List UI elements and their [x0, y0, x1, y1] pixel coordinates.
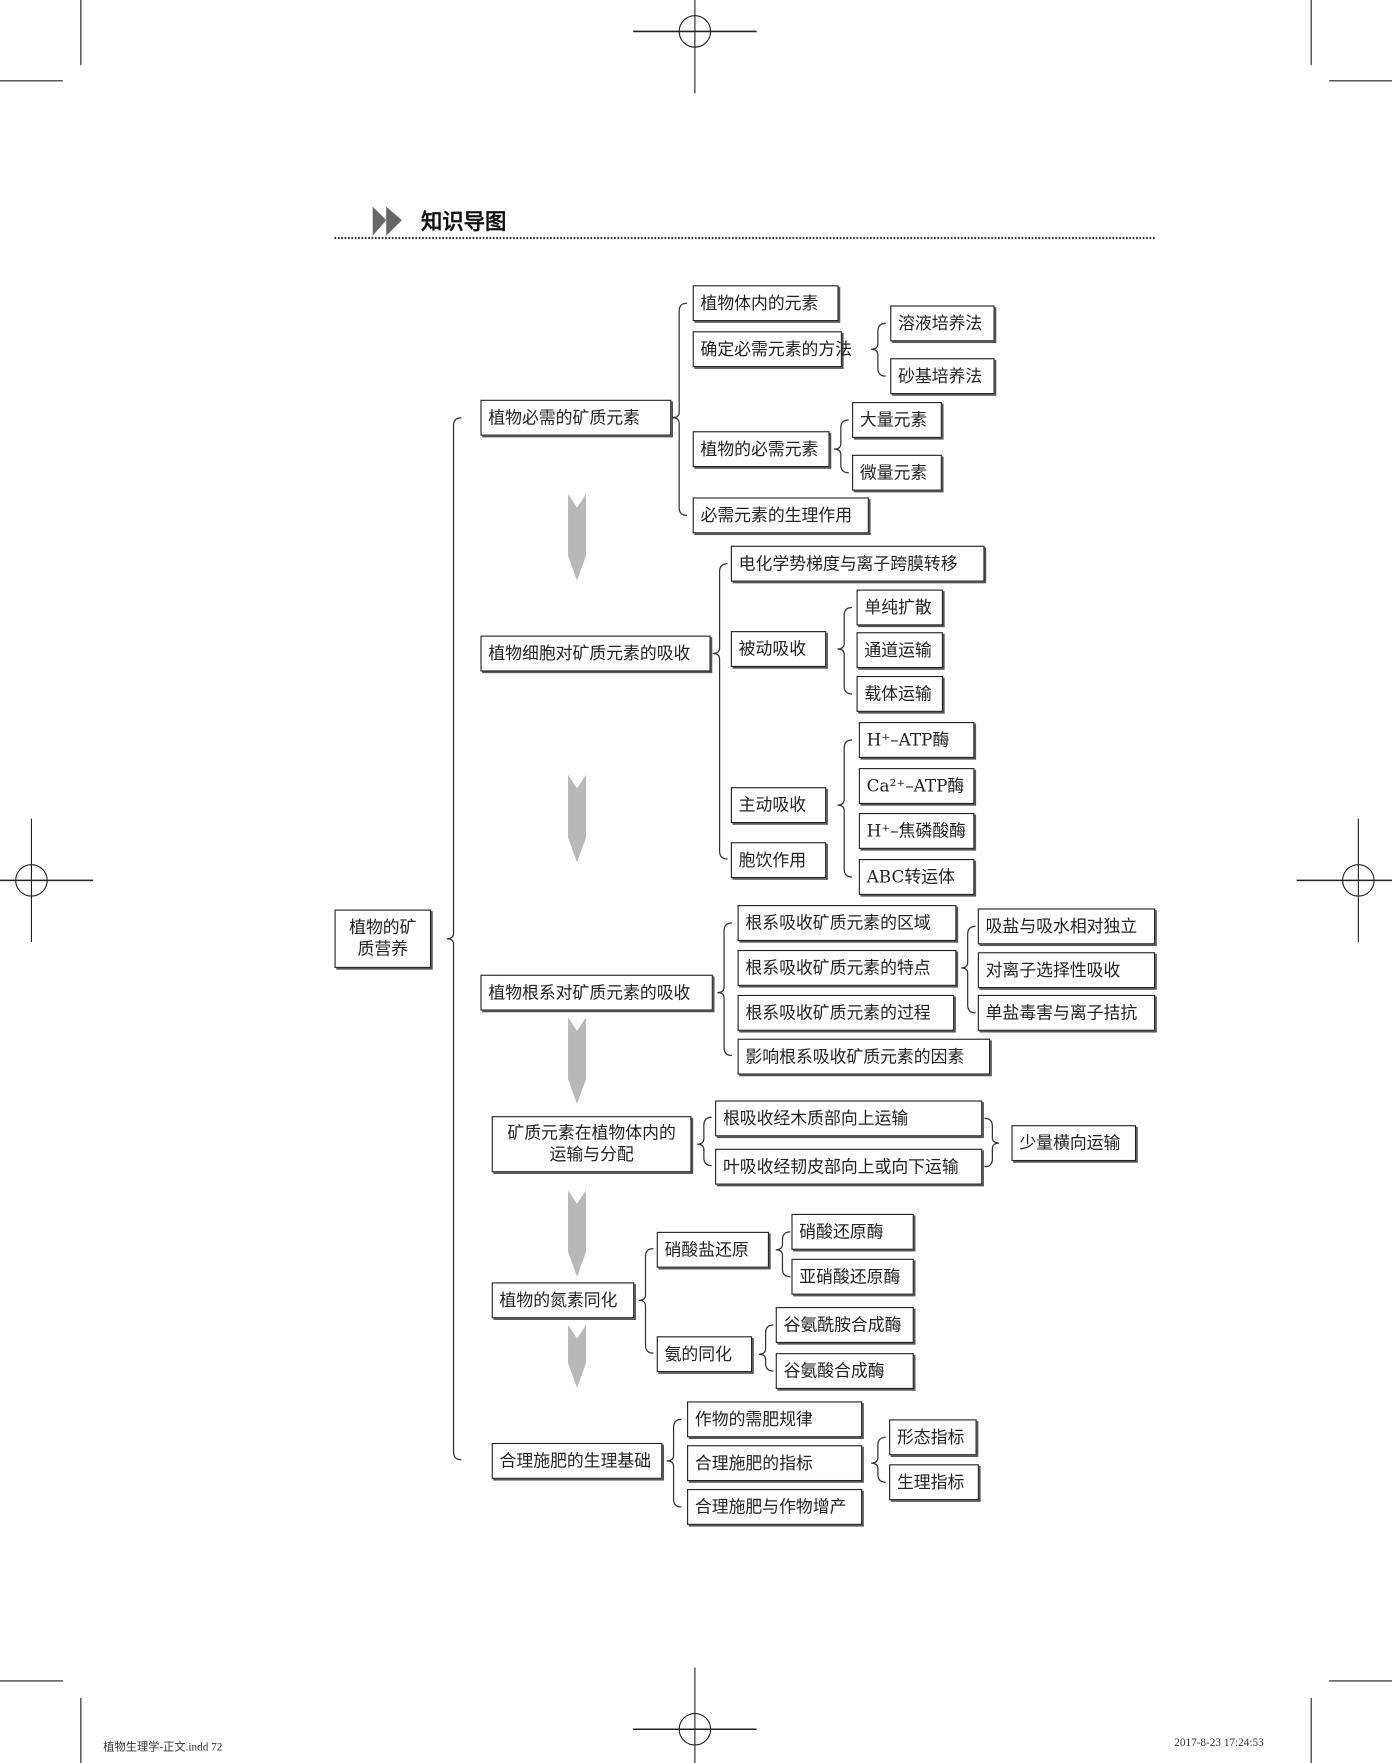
side-note-node: 少量横向运输	[1011, 1125, 1137, 1162]
flow-arrow-icon	[568, 1017, 586, 1104]
branch-node: 植物根系对矿质元素的吸收	[480, 974, 713, 1011]
subtopic-node: 生理指标	[889, 1464, 979, 1501]
branch-node: 合理施肥的生理基础	[491, 1442, 663, 1479]
brace-connector	[984, 1117, 1000, 1168]
brace-connector	[871, 1436, 886, 1483]
subtopic-node: 大量元素	[852, 401, 942, 438]
subtopic-node: H⁺–焦磷酸酶	[858, 812, 975, 849]
branch-node: 植物细胞对矿质元素的吸收	[480, 635, 711, 672]
double-arrow-icon	[372, 206, 402, 236]
brace-connector	[834, 419, 849, 474]
subtopic-node: 单纯扩散	[856, 589, 943, 626]
subtopic-node: 谷氨酰胺合成酶	[775, 1307, 914, 1343]
section-title: 知识导图	[420, 209, 507, 235]
brace-connector	[837, 606, 853, 695]
brace-connector	[666, 1418, 682, 1508]
subtopic-node: 载体运输	[856, 675, 943, 712]
topic-node: 根吸收经木质部向上运输	[715, 1100, 983, 1137]
subtopic-node: 对离子选择性吸收	[977, 952, 1156, 989]
subtopic-node: 亚硝酸还原酶	[791, 1258, 914, 1295]
brace-connector	[446, 417, 462, 1461]
brace-connector	[672, 302, 688, 517]
topic-node: 合理施肥的指标	[687, 1445, 863, 1482]
topic-node: 电化学势梯度与离子跨膜转移	[730, 545, 985, 582]
flow-arrow-icon	[568, 774, 586, 863]
brace-connector	[837, 739, 853, 878]
brace-connector	[775, 1231, 791, 1278]
brace-connector	[697, 1116, 712, 1167]
subtopic-node: 单盐毒害与离子拮抗	[977, 994, 1156, 1031]
subtopic-node: 溶液培养法	[890, 305, 995, 342]
topic-node: 叶吸收经韧皮部向上或向下运输	[715, 1148, 983, 1185]
topic-node: 胞饮作用	[730, 842, 827, 879]
subtopic-node: 硝酸还原酶	[791, 1213, 914, 1250]
root-node: 植物的矿质营养	[334, 909, 432, 968]
brace-connector	[960, 925, 976, 1014]
subtopic-node: 通道运输	[856, 632, 943, 669]
subtopic-node: 谷氨酸合成酶	[775, 1353, 914, 1390]
topic-node: 主动吸收	[730, 787, 827, 824]
topic-node: 确定必需元素的方法	[692, 331, 852, 368]
brace-connector	[638, 1248, 654, 1354]
branch-node: 植物必需的矿质元素	[480, 399, 672, 436]
subtopic-node: H⁺–ATP酶	[858, 722, 975, 758]
brace-connector	[717, 922, 732, 1057]
topic-node: 必需元素的生理作用	[692, 497, 869, 534]
branch-node: 矿质元素在植物体内的运输与分配	[491, 1116, 692, 1173]
footer-timestamp: 2017-8-23 17:24:53	[1174, 1737, 1264, 1750]
subtopic-node: 吸盐与吸水相对独立	[977, 908, 1156, 945]
branch-node: 植物的氮素同化	[491, 1282, 635, 1319]
topic-node: 根系吸收矿质元素的特点	[737, 949, 957, 986]
brace-connector	[871, 322, 886, 377]
topic-node: 合理施肥与作物增产	[687, 1488, 863, 1525]
flow-arrow-icon	[568, 494, 586, 581]
topic-node: 植物的必需元素	[692, 431, 830, 468]
topic-node: 氨的同化	[656, 1336, 753, 1373]
topic-node: 作物的需肥规律	[687, 1401, 863, 1438]
brace-connector	[758, 1324, 774, 1372]
subtopic-node: ABC转运体	[858, 859, 975, 895]
flow-arrow-icon	[568, 1325, 586, 1388]
subtopic-node: 形态指标	[889, 1419, 977, 1456]
topic-node: 根系吸收矿质元素的区域	[737, 905, 957, 941]
footer-file-label: 植物生理学-正文.indd 72	[103, 1741, 223, 1754]
topic-node: 被动吸收	[730, 631, 827, 668]
topic-node: 根系吸收矿质元素的过程	[737, 994, 955, 1031]
topic-node: 植物体内的元素	[692, 285, 839, 322]
subtopic-node: 微量元素	[852, 454, 942, 491]
subtopic-node: Ca²⁺–ATP酶	[858, 768, 975, 804]
topic-node: 硝酸盐还原	[656, 1231, 769, 1268]
topic-node: 影响根系吸收矿质元素的因素	[737, 1038, 991, 1075]
flow-arrow-icon	[568, 1190, 586, 1277]
brace-connector	[712, 563, 728, 860]
subtopic-node: 砂基培养法	[890, 358, 995, 395]
